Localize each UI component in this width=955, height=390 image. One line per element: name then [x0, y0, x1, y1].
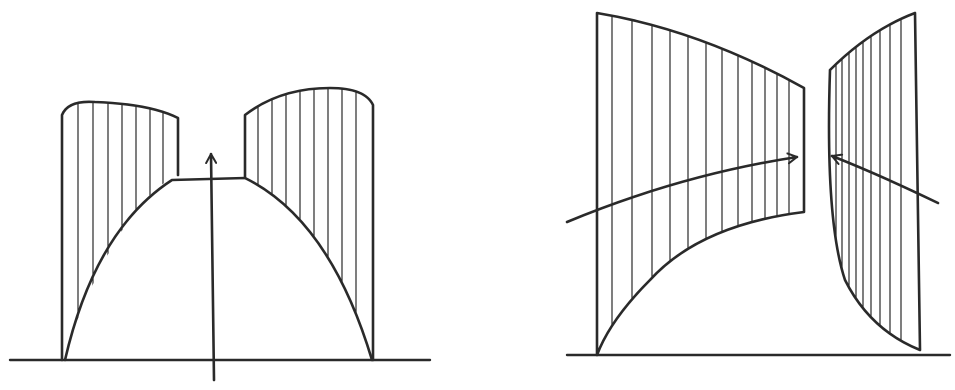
right-left-block-outline [597, 13, 804, 355]
central-dome-outline [65, 178, 372, 360]
right-right-block-outline [829, 13, 920, 350]
left-panel [10, 80, 430, 380]
right-arrow-right-to-left [832, 156, 938, 203]
right-arrow-left-to-right [567, 157, 797, 222]
right-hatching-left-block [612, 5, 789, 360]
upward-arrow [211, 154, 214, 380]
right-panel [567, 5, 950, 360]
left-hatching-right-wing [258, 80, 356, 365]
right-wing-outline [245, 88, 373, 360]
